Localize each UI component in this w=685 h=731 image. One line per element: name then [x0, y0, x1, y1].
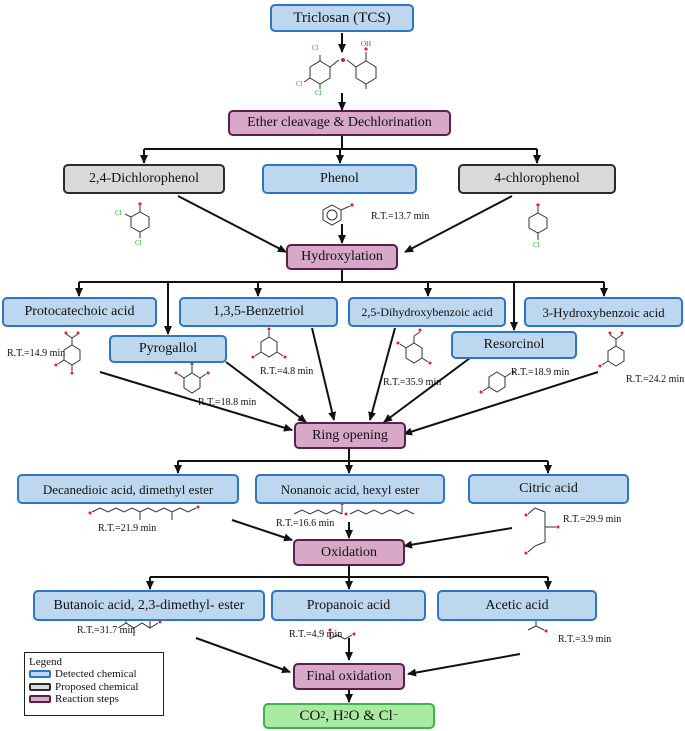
cp-cl-label: Cl [533, 241, 540, 249]
arrow-dihydroxybenzoic-ring [368, 327, 396, 421]
final-sub-2: 2 [343, 710, 349, 721]
arrow-dcp-hydroxylation [177, 195, 287, 253]
node-2-5-dihydroxybenzoic-acid: 2,5-Dihydroxybenzoic acid [348, 297, 506, 327]
tcs-cl-label-2: Cl [296, 80, 303, 88]
legend: Legend Detected chemical Proposed chemic… [24, 652, 164, 716]
rt-nonanoic-acid: R.T.=16.6 min [276, 518, 335, 529]
arrow-citric-oxidation [403, 527, 513, 549]
node-4-chlorophenol: 4-chlorophenol [458, 164, 616, 194]
dcp-cl-label-2: Cl [135, 239, 142, 247]
pyrogallol-structure [177, 366, 207, 394]
legend-label-detected: Detected chemical [55, 668, 137, 681]
phenol-structure [322, 204, 351, 226]
rt-pyrogallol: R.T.=18.8 min [198, 397, 257, 408]
node-2-4-dichlorophenol: 2,4-Dichlorophenol [63, 164, 225, 194]
node-triclosan: Triclosan (TCS) [270, 4, 414, 32]
node-acetic-acid: Acetic acid [437, 590, 597, 621]
legend-row-steps: Reaction steps [29, 693, 159, 706]
arrow-butanoic-final [195, 637, 291, 674]
node-propanoic-acid: Propanoic acid [271, 590, 426, 621]
nonanoic-structure [293, 506, 415, 515]
step-ring-opening: Ring opening [294, 422, 406, 449]
tcs-cl-label-1: Cl [312, 44, 319, 52]
node-citric-acid: Citric acid [468, 474, 629, 504]
citric-structure [527, 507, 556, 553]
node-pyrogallol: Pyrogallol [109, 335, 227, 363]
legend-row-detected: Detected chemical [29, 668, 159, 681]
rt-1-3-5-benzetriol: R.T.=4.8 min [260, 366, 314, 377]
arrow-decanedioic-oxidation [231, 519, 293, 542]
arrow-pyrogallol-ring [225, 361, 307, 423]
arrow-resorcinol-ring [383, 357, 471, 423]
step-hydroxylation: Hydroxylation [286, 244, 398, 270]
final-sub-1: 2 [320, 710, 326, 721]
final-h: , H [325, 707, 344, 724]
rt-propanoic-acid: R.T.=4.9 min [289, 629, 343, 640]
arrow-acetic-final [407, 653, 521, 677]
arrow-protocatechuic-ring [99, 371, 293, 432]
legend-row-proposed: Proposed chemical [29, 681, 159, 694]
resorcinol-structure [482, 371, 512, 393]
node-butanoic-acid-2-3-dimethyl-ester: Butanoic acid, 2,3-dimethyl- ester [33, 590, 265, 621]
rt-resorcinol: R.T.=18.9 min [511, 367, 570, 378]
arrow-cp-hydroxylation [404, 195, 513, 253]
legend-swatch-detected [29, 670, 51, 679]
step-final-oxidation: Final oxidation [293, 663, 405, 690]
rt-citric-acid: R.T.=29.9 min [563, 514, 622, 525]
dcp-cl-label-1: Cl [115, 209, 122, 217]
decanedioic-structure [91, 507, 197, 520]
rt-2-5-dihydroxybenzoic-acid: R.T.=35.9 min [383, 377, 442, 388]
rt-acetic-acid: R.T.=3.9 min [558, 634, 612, 645]
protocatechuic-structure [57, 333, 81, 371]
rt-butanoic-acid: R.T.=31.7 min [77, 625, 136, 636]
tcs-cl-label-3: Cl [315, 89, 322, 97]
arrow-benzetriol-ring [311, 327, 337, 421]
dihydroxybenzoic-structure [399, 331, 429, 364]
final-o-cl: O & Cl [348, 707, 393, 724]
final-co: CO [299, 707, 321, 724]
node-decanedioic-acid-dimethyl-ester: Decanedioic acid, dimethyl ester [17, 474, 239, 504]
rt-3-hydroxybenzoic-acid: R.T.=24.2 min [626, 374, 685, 385]
node-nonanoic-acid-hexyl-ester: Nonanoic acid, hexyl ester [255, 474, 445, 504]
rt-phenol: R.T.=13.7 min [371, 211, 430, 222]
legend-label-steps: Reaction steps [55, 693, 119, 706]
rt-decanedioic-acid: R.T.=21.9 min [98, 523, 157, 534]
arrow-hydroxybenzoic-ring [403, 371, 599, 436]
cp-structure [528, 207, 548, 240]
step-ether-cleavage: Ether cleavage & Dechlorination [228, 110, 451, 136]
legend-swatch-steps [29, 695, 51, 704]
node-protocatechoic-acid: Protocatechoic acid [2, 297, 157, 327]
step-oxidation: Oxidation [293, 539, 405, 566]
rt-protocatechoic-acid: R.T.=14.9 min [7, 348, 66, 359]
hydroxybenzoic-structure [601, 334, 625, 367]
node-resorcinol: Resorcinol [451, 331, 577, 359]
node-phenol: Phenol [262, 164, 417, 194]
node-1-3-5-benzetriol: 1,3,5-Benzetriol [179, 297, 338, 327]
tcs-oh-label: OH [361, 40, 372, 48]
final-sup: − [392, 710, 399, 721]
triclosan-structure [303, 52, 377, 89]
benzetriol-structure [254, 331, 284, 358]
legend-title: Legend [29, 656, 62, 668]
propanoic-structure [329, 632, 353, 640]
legend-swatch-proposed [29, 682, 51, 691]
dcp-structure [124, 206, 150, 238]
node-3-hydroxybenzoic-acid: 3-Hydroxybenzoic acid [524, 297, 683, 327]
legend-label-proposed: Proposed chemical [55, 680, 139, 693]
